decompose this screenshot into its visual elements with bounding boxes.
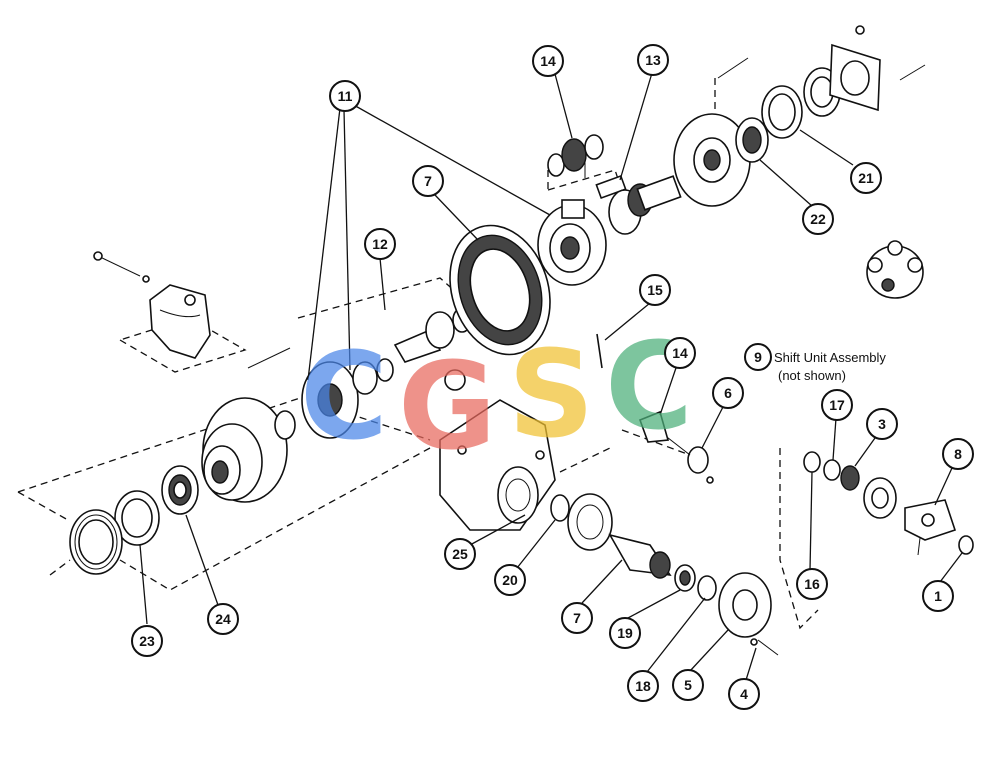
callout-4: 4: [728, 678, 760, 710]
svg-text:5: 5: [684, 677, 692, 693]
callout-17: 17: [821, 389, 853, 421]
carrier-bolt: [93, 251, 150, 283]
bearing-cone-left: [161, 465, 199, 515]
svg-text:9: 9: [754, 349, 762, 365]
callout-16: 16: [796, 568, 828, 600]
note-line-1: - Shift Unit Assembly: [766, 350, 886, 365]
callout-18: 18: [627, 670, 659, 702]
callout-7a: 7: [412, 165, 444, 197]
callout-20: 20: [494, 564, 526, 596]
svg-text:23: 23: [139, 633, 155, 649]
svg-text:4: 4: [740, 686, 748, 702]
svg-text:1: 1: [934, 588, 942, 604]
pinion-seal: [697, 575, 717, 601]
bearing-cup-right: [761, 85, 803, 139]
callout-21: 21: [850, 162, 882, 194]
spider-gear-cluster: [866, 240, 924, 299]
watermark-letter: G: [398, 338, 497, 477]
differential-case-right: [537, 199, 607, 286]
pinion-bearing: [674, 564, 696, 592]
shift-collar: [803, 451, 897, 519]
svg-text:11: 11: [338, 88, 353, 104]
callout-22: 22: [802, 203, 834, 235]
watermark-letter: C: [300, 328, 388, 467]
snap-ring: [958, 535, 974, 555]
callout-7b: 7: [561, 602, 593, 634]
bearing-cone-right: [735, 117, 769, 163]
svg-text:14: 14: [540, 53, 556, 69]
callout-23: 23: [131, 625, 163, 657]
svg-text:7: 7: [573, 610, 581, 626]
svg-text:7: 7: [424, 173, 432, 189]
callout-8: 8: [942, 438, 974, 470]
svg-text:21: 21: [858, 170, 874, 186]
callout-15: 15: [639, 274, 671, 306]
carrier-housing: [439, 399, 556, 531]
pinion-retainer: [718, 572, 772, 638]
bearing-retainer: [673, 57, 751, 207]
callout-9: 9: [744, 343, 772, 371]
svg-text:3: 3: [878, 416, 886, 432]
note-line-2: (not shown): [778, 368, 846, 383]
drive-pinion: [608, 533, 672, 579]
callout-25: 25: [444, 538, 476, 570]
retainer-bolt: [750, 638, 779, 656]
spline-shaft: [608, 175, 682, 235]
svg-text:18: 18: [635, 678, 651, 694]
callout-1: 1: [922, 580, 954, 612]
svg-text:13: 13: [645, 52, 661, 68]
svg-text:14: 14: [672, 345, 688, 361]
gasket: [567, 493, 613, 551]
shift-housing: [904, 499, 957, 556]
adjuster-ring-left: [69, 509, 123, 575]
svg-text:25: 25: [452, 546, 468, 562]
cover-plate: [829, 25, 926, 112]
assembly-dash-lines: [17, 78, 819, 630]
svg-text:8: 8: [954, 446, 962, 462]
callout-11: 12: [364, 228, 396, 260]
pin: [596, 333, 603, 369]
callout-6: 6: [712, 377, 744, 409]
shift-unit-note: - Shift Unit Assembly (not shown): [766, 350, 886, 383]
watermark-letter: S: [508, 326, 594, 465]
svg-text:24: 24: [215, 611, 231, 627]
callout-14: 14: [664, 337, 696, 369]
svg-text:6: 6: [724, 385, 732, 401]
pinion-shim: [550, 494, 570, 522]
callout-19: 19: [609, 617, 641, 649]
svg-text:12: 12: [372, 236, 388, 252]
callout-5: 5: [672, 669, 704, 701]
svg-text:19: 19: [617, 625, 633, 641]
pinion-gear-set: [547, 134, 604, 177]
callout-13: 14: [532, 45, 564, 77]
bearing-cup-left: [114, 490, 160, 546]
differential-case-half: [201, 397, 288, 503]
callout-10: 11: [329, 80, 361, 112]
svg-text:22: 22: [810, 211, 826, 227]
cap-bolt: [247, 347, 291, 369]
svg-text:16: 16: [804, 576, 820, 592]
ring-gear: [449, 224, 551, 356]
shift-lever: [638, 410, 670, 443]
callouts: 11 14 13 7 12 15 14 9 6 21 22 17 3 8 16 …: [131, 44, 974, 710]
callout-24: 24: [207, 603, 239, 635]
bearing-cap: [149, 284, 211, 359]
parts: [69, 25, 974, 656]
shift-fork: [644, 419, 714, 484]
svg-text:15: 15: [647, 282, 663, 298]
cross-shaft: [584, 160, 627, 200]
callout-3: 3: [866, 408, 898, 440]
svg-text:17: 17: [829, 397, 845, 413]
callout-12: 13: [637, 44, 669, 76]
svg-text:20: 20: [502, 572, 518, 588]
leader-lines: [139, 72, 963, 681]
thrust-washer: [274, 410, 296, 440]
